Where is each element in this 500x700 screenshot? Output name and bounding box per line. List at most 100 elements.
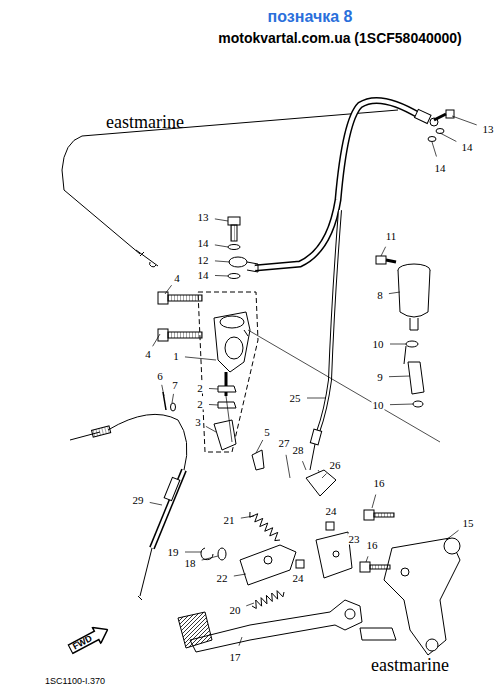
watermark: eastmarine	[370, 656, 450, 674]
callout-number: 16	[366, 540, 379, 551]
callout-number: 24	[292, 573, 305, 584]
mount-bolts	[158, 292, 202, 341]
leader-line	[165, 285, 172, 294]
callout-number: 2	[196, 399, 204, 410]
direction-arrow: FWD	[66, 621, 113, 658]
callout-number: 27	[278, 438, 291, 449]
brake-cable	[70, 414, 187, 600]
callout-number: 29	[132, 495, 145, 506]
leader-line	[215, 245, 228, 247]
leader-line	[241, 516, 254, 518]
callout-number: 13	[197, 212, 210, 223]
callout-number: 14	[434, 163, 447, 174]
banjo-bolt-top	[428, 110, 454, 142]
assembly-box	[198, 292, 258, 452]
leader-line	[322, 473, 327, 478]
clevis-parts	[163, 386, 264, 470]
callout-number: 14	[461, 142, 474, 153]
callout-number: 22	[216, 573, 229, 584]
leader-line	[246, 603, 254, 606]
callout-number: 14	[197, 238, 210, 249]
callout-number: 20	[229, 605, 242, 616]
assembly-line	[226, 330, 440, 480]
leader-line	[440, 133, 456, 141]
leader-line	[389, 292, 400, 294]
callout-number: 25	[289, 393, 302, 404]
callout-number: 1	[172, 351, 180, 362]
leader-line	[209, 388, 218, 390]
leader-line	[239, 637, 242, 646]
callout-number: 10	[372, 400, 385, 411]
callout-number: 18	[184, 558, 197, 569]
callout-number: 12	[197, 255, 210, 266]
callout-number: 16	[373, 478, 386, 489]
spring	[252, 591, 284, 609]
leader-line	[172, 394, 174, 403]
reservoir	[376, 256, 430, 407]
pedal-linkage	[201, 470, 352, 585]
leader-line	[390, 344, 406, 345]
callout-number: 24	[325, 506, 338, 517]
callout-number: 23	[348, 534, 361, 545]
master-cylinder	[214, 312, 250, 396]
callout-number: 4	[144, 349, 152, 360]
leader-line	[150, 502, 162, 505]
callout-number: 11	[385, 231, 398, 242]
callout-number: 2	[196, 383, 204, 394]
leader-line	[381, 247, 386, 256]
callout-number: 28	[292, 445, 305, 456]
arrow-text: FWD	[71, 625, 110, 651]
cable-25	[310, 210, 340, 470]
leader-line	[432, 142, 436, 157]
leader-line	[162, 385, 164, 396]
leader-line	[307, 398, 326, 399]
leader-line	[452, 116, 477, 125]
leader-line	[302, 461, 306, 470]
callout-number: 8	[376, 290, 384, 301]
callout-number: 10	[372, 339, 385, 350]
footrest-bracket	[360, 510, 460, 655]
spring	[250, 512, 280, 541]
callout-number: 7	[171, 380, 179, 391]
leader-line	[256, 440, 263, 453]
leader-line	[234, 574, 246, 576]
callout-number: 13	[482, 124, 495, 135]
callout-number: 14	[197, 270, 210, 281]
callout-number: 26	[329, 460, 342, 471]
leader-line	[202, 556, 218, 560]
site-address: motokvartal.com.ua (1SCF58040000)	[217, 31, 463, 45]
brake-pedal	[178, 600, 362, 652]
callout-number: 5	[263, 427, 271, 438]
leader-line	[209, 404, 218, 406]
leader-line	[390, 404, 413, 406]
page-title: позначка 8	[268, 8, 353, 26]
callout-number: 3	[194, 417, 202, 428]
leader-line	[206, 426, 216, 432]
leader-line	[185, 552, 202, 553]
leader-line	[389, 376, 410, 378]
leader-line	[286, 455, 290, 478]
callout-number: 6	[156, 371, 164, 382]
callout-number: 15	[462, 518, 475, 529]
leader-line	[446, 530, 459, 540]
callout-number: 4	[173, 273, 181, 284]
cable-end	[136, 250, 158, 267]
leader-line	[215, 261, 230, 262]
drawing-code: 1SC1100-I.370	[44, 677, 106, 686]
callout-number: 9	[376, 372, 384, 383]
callout-number: 21	[223, 515, 236, 526]
brake-hose	[255, 100, 438, 268]
watermark: eastmarine	[105, 113, 185, 131]
leader-line	[366, 556, 368, 562]
banjo-bolt-master	[228, 217, 258, 279]
callout-number: 19	[167, 547, 180, 558]
leader-line	[215, 219, 228, 221]
callout-number: 17	[229, 652, 242, 663]
leader-line	[153, 334, 160, 346]
leader-line	[372, 495, 376, 508]
leader-line	[185, 357, 216, 360]
leader-line	[215, 275, 228, 277]
